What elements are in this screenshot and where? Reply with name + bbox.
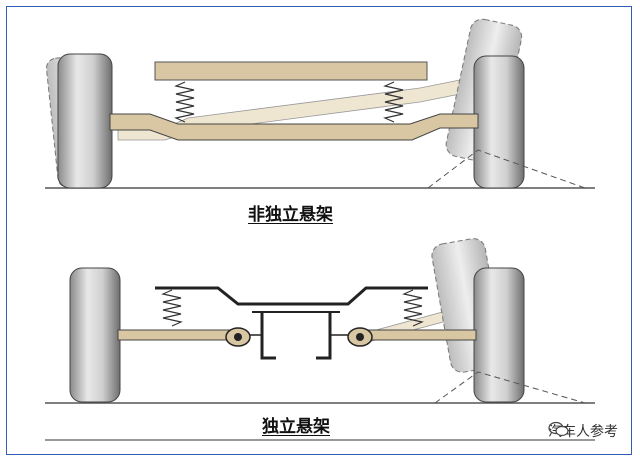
tilt-angle-lines-top <box>427 149 586 189</box>
left-spring-top <box>174 81 195 123</box>
left-control-arm <box>117 329 239 341</box>
rigid-axle-top <box>109 113 479 141</box>
right-subframe-bracket <box>316 312 332 360</box>
right-control-arm <box>361 329 477 341</box>
chassis-beam-top <box>154 61 428 81</box>
right-spring-top <box>383 81 404 123</box>
wechat-icon <box>548 421 569 437</box>
right-pivot-bushing <box>347 327 373 347</box>
left-tire-bottom <box>69 267 121 403</box>
left-subframe-bracket <box>260 312 276 360</box>
right-spring-bottom <box>402 289 424 327</box>
left-pivot-bushing <box>225 327 251 347</box>
non-independent-suspension <box>45 18 595 189</box>
tilt-angle-lines-bottom <box>434 371 586 404</box>
left-spring-bottom <box>161 289 183 327</box>
caption-independent-suspension: 独立悬架 <box>262 417 330 437</box>
watermark: 汽车人参考 <box>548 421 618 441</box>
right-tire-bottom <box>473 267 525 403</box>
caption-non-independent-suspension: 非独立悬架 <box>248 205 333 225</box>
vehicle-body-profile <box>155 286 428 306</box>
right-tire-top <box>473 55 525 189</box>
left-tire-top <box>57 53 113 189</box>
independent-suspension <box>45 238 595 404</box>
